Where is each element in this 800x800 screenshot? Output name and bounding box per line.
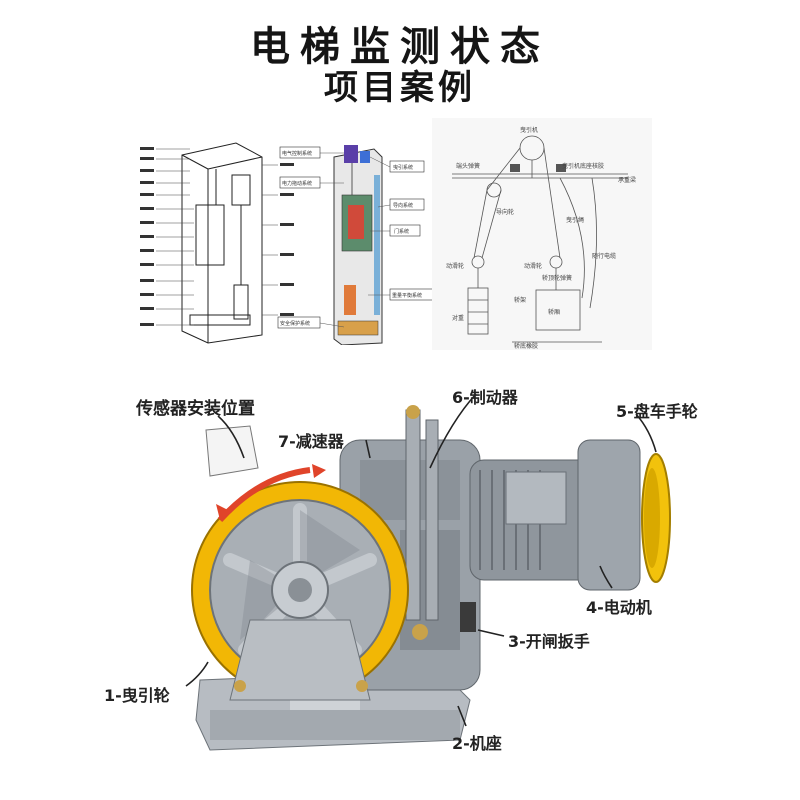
- svg-text:导向轮: 导向轮: [496, 208, 514, 216]
- elevator-system-svg: 电气控制系统 电力拖动系统 曳引系统 导向系统 门系统 重量平衡系统 安全保护系…: [140, 142, 435, 346]
- label-motor: 4-电动机: [586, 598, 652, 617]
- roping-diagram: 曳引机 曳引机底座核胶 承重梁 端头弹簧 导向轮 曳引绳 随行电缆 动滑轮 动滑…: [432, 118, 652, 350]
- label-release-wrench: 3-开闸扳手: [508, 632, 590, 651]
- sensor-box: [205, 425, 259, 477]
- box-door: 门系统: [394, 228, 409, 235]
- traction-machine-svg: [185, 393, 671, 751]
- svg-text:曳引机底座核胶: 曳引机底座核胶: [562, 162, 604, 170]
- box-leaders: [318, 152, 391, 328]
- hand-wheel: [641, 453, 671, 583]
- page-subtitle: 项目案例: [324, 68, 476, 108]
- svg-text:动滑轮: 动滑轮: [446, 262, 464, 270]
- svg-text:曳引机: 曳引机: [520, 126, 538, 134]
- svg-text:对重: 对重: [452, 314, 464, 322]
- box-guide: 导向系统: [393, 202, 413, 209]
- svg-text:随行电缆: 随行电缆: [592, 252, 616, 260]
- roping-lines: [452, 135, 628, 343]
- box-counterweight: 重量平衡系统: [392, 292, 422, 299]
- traction-machine-illustration: 传感器安装位置 7-减速器 6-制动器 5-盘车手轮 4-电动机 3-开闸扳手 …: [100, 380, 700, 780]
- left-label-marks: [140, 147, 294, 326]
- roping-svg: 曳引机 曳引机底座核胶 承重梁 端头弹簧 导向轮 曳引绳 随行电缆 动滑轮 动滑…: [446, 126, 636, 350]
- label-machine-base: 2-机座: [452, 734, 502, 753]
- label-brake: 6-制动器: [452, 388, 518, 407]
- motor-body: [469, 439, 641, 591]
- elevator-system-diagram: 电气控制系统 电力拖动系统 曳引系统 导向系统 门系统 重量平衡系统 安全保护系…: [138, 135, 436, 346]
- roping-spring-marks: [510, 164, 566, 172]
- box-traction: 曳引系统: [393, 164, 413, 171]
- svg-text:曳引绳: 曳引绳: [566, 216, 584, 224]
- label-reducer: 7-减速器: [278, 432, 344, 451]
- cutaway-shaft: [333, 145, 383, 346]
- left-leaders: [156, 148, 278, 326]
- roping-labels: 曳引机 曳引机底座核胶 承重梁 端头弹簧 导向轮 曳引绳 随行电缆 动滑轮 动滑…: [446, 126, 636, 350]
- svg-text:轿顶轮弹簧: 轿顶轮弹簧: [542, 274, 572, 282]
- svg-text:轿架: 轿架: [514, 296, 526, 304]
- rotation-arrow: [216, 464, 326, 523]
- page-title: 电梯监测状态: [250, 24, 550, 70]
- label-traction-sheave: 1-曳引轮: [104, 686, 170, 705]
- brake-assembly: [405, 405, 476, 640]
- svg-text:动滑轮: 动滑轮: [524, 262, 542, 270]
- svg-text:轿底橡胶: 轿底橡胶: [514, 342, 538, 350]
- box-drive: 电力拖动系统: [282, 180, 312, 187]
- box-safety: 安全保护系统: [280, 320, 310, 327]
- svg-text:承重梁: 承重梁: [618, 176, 636, 184]
- svg-text:端头弹簧: 端头弹簧: [456, 162, 480, 170]
- svg-text:轿厢: 轿厢: [548, 308, 560, 316]
- callout-leaders: [185, 393, 657, 727]
- traction-sheave: [191, 481, 409, 701]
- box-electrical: 电气控制系统: [282, 150, 312, 157]
- isometric-shaft: [181, 142, 263, 344]
- system-boxes: 电气控制系统 电力拖动系统 曳引系统 导向系统 门系统 重量平衡系统 安全保护系…: [277, 146, 435, 329]
- label-hand-wheel: 5-盘车手轮: [616, 402, 698, 421]
- label-sensor-position: 传感器安装位置: [136, 399, 255, 419]
